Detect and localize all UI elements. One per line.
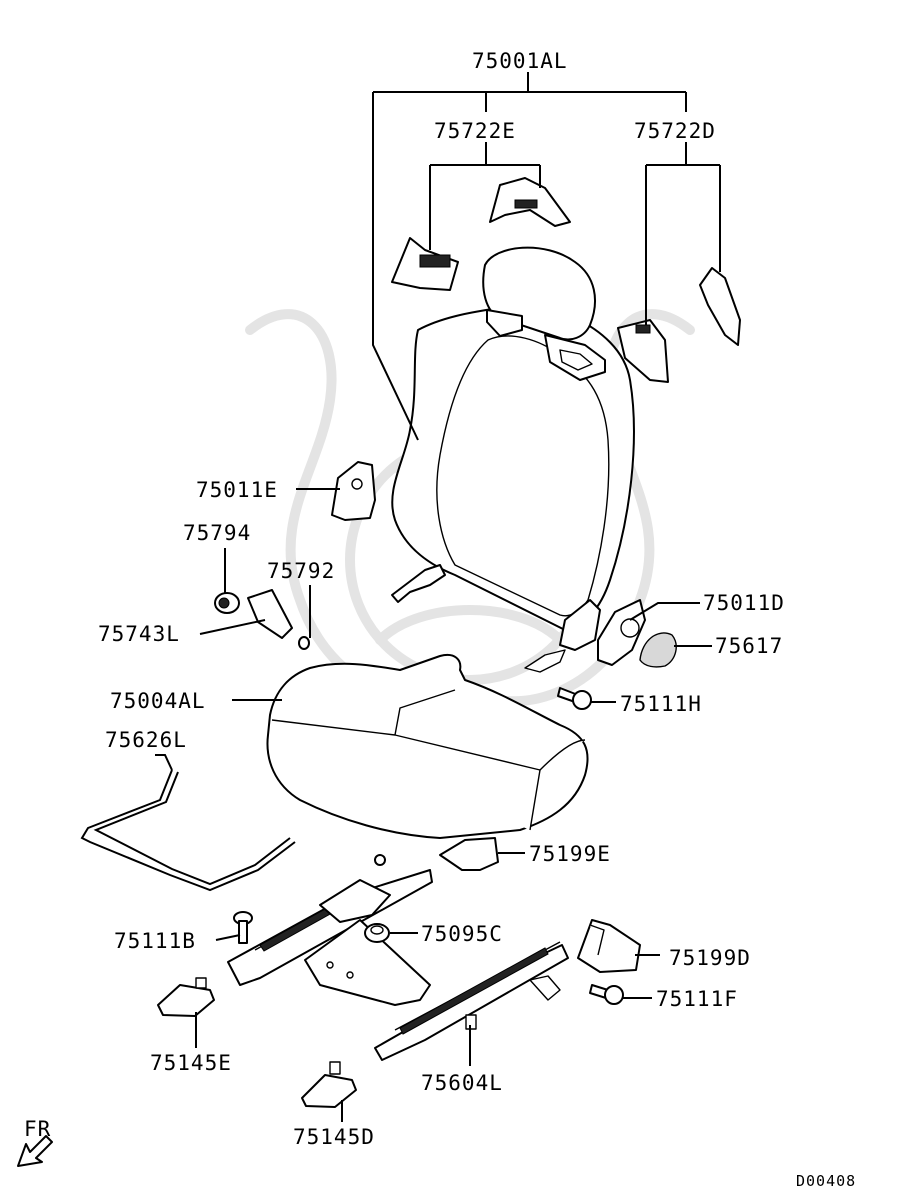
headrest-guide-right-icon [617,319,669,383]
headrest-guide-left2-icon [391,237,459,291]
label-75743L: 75743L [98,622,180,646]
label-75604L: 75604L [421,1071,503,1095]
label-75722D: 75722D [634,119,716,143]
label-75011D: 75011D [703,591,785,615]
label-75145D: 75145D [293,1125,375,1149]
seat-rail-assembly [227,854,569,1061]
front-direction-arrow-icon [17,1135,53,1167]
diagram-code: D00408 [796,1172,856,1187]
label-75145E: 75145E [150,1051,232,1075]
label-75617: 75617 [715,634,783,658]
rail-end-cap-d-icon [301,1061,357,1108]
seat-back [391,246,635,673]
label-75004AL: 75004AL [110,689,206,713]
bolt-icon [557,687,592,710]
buckle-icon [247,589,293,639]
rail-end-cap-e-icon [157,977,215,1017]
front-direction-label: FR [24,1117,51,1141]
grommet-icon [364,923,390,943]
label-75095C: 75095C [421,922,503,946]
cap-icon [639,632,677,668]
label-75111H: 75111H [620,692,702,716]
bolt-b-icon [233,911,253,944]
label-75626L: 75626L [105,728,187,752]
label-75794: 75794 [183,521,251,545]
leader-lines [155,72,721,1122]
washer-icon [298,636,310,650]
label-75722E: 75722E [434,119,516,143]
bolt-f-icon [589,984,624,1005]
hinge-cover-left-icon [331,461,376,521]
label-75111F: 75111F [656,987,738,1011]
slide-cover-icon [439,837,499,871]
hinge-cover-right-icon [597,599,646,666]
seat-cushion [266,654,589,839]
headrest-guide-left-icon [489,177,571,227]
headrest-guide-right2-icon [699,267,741,346]
label-75199D: 75199D [669,946,751,970]
label-75001AL: 75001AL [472,49,568,73]
nut-icon [214,592,240,614]
label-75792: 75792 [267,559,335,583]
label-75011E: 75011E [196,478,278,502]
rail-cover-right-icon [577,919,641,973]
label-75111B: 75111B [114,929,196,953]
label-75199E: 75199E [529,842,611,866]
wire-frame-icon [80,769,296,892]
